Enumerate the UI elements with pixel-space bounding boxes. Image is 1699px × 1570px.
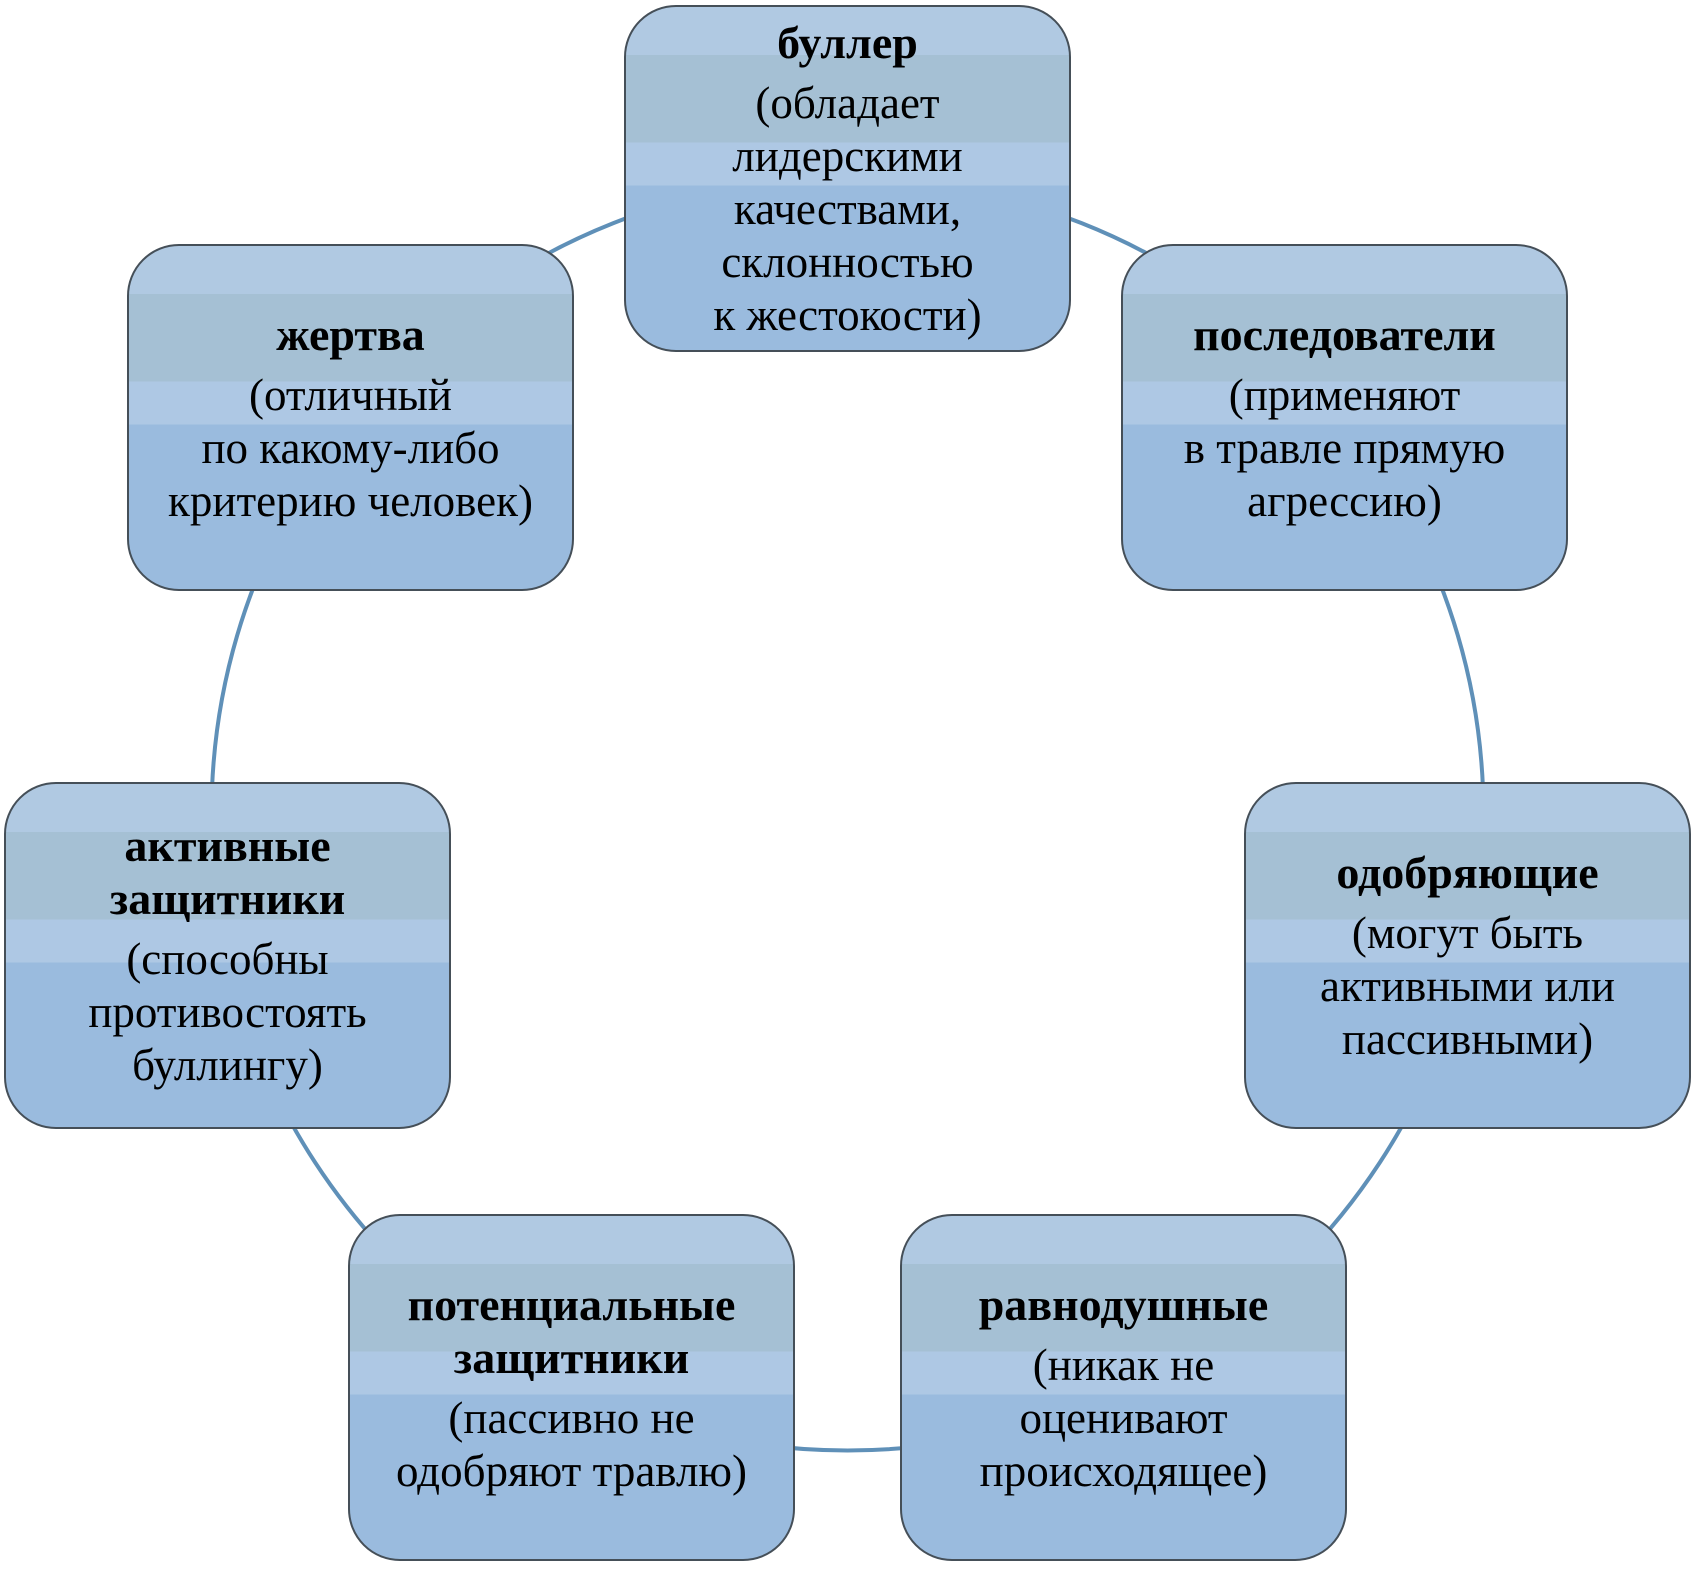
node-description: (отличный по какому-либо критерию челове… (168, 369, 533, 526)
node-description: (никак не оценивают происходящее) (979, 1339, 1268, 1496)
node-title: буллер (777, 16, 918, 68)
node-title: последователи (1193, 308, 1496, 360)
node-title: равнодушные (978, 1278, 1269, 1330)
node-title: жертва (276, 308, 425, 360)
node-title: активные защитники (109, 820, 346, 924)
node-odobryayushchie: одобряющие (могут быть активными или пас… (1244, 782, 1691, 1129)
node-title: потенциальные защитники (407, 1278, 736, 1383)
node-description: (применяют в травле прямую агрессию) (1183, 369, 1506, 526)
node-description: (пассивно не одобряют травлю) (395, 1392, 748, 1496)
node-aktivnye-zashchitniki: активные защитники (способны противостоя… (4, 782, 451, 1129)
node-description: (способны противостоять буллингу) (88, 934, 367, 1090)
node-description: (могут быть активными или пассивными) (1320, 907, 1615, 1064)
node-zhertva: жертва (отличный по какому-либо критерию… (127, 244, 574, 591)
node-potentsialnye-zashchitniki: потенциальные защитники (пассивно не одо… (348, 1214, 795, 1561)
node-buller: буллер (обладает лидерскими качествами, … (624, 5, 1071, 352)
node-ravnodushnye: равнодушные (никак не оценивают происход… (900, 1214, 1347, 1561)
node-description: (обладает лидерскими качествами, склонно… (713, 77, 982, 340)
node-posledovateli: последователи (применяют в травле прямую… (1121, 244, 1568, 591)
node-title: одобряющие (1336, 846, 1599, 898)
